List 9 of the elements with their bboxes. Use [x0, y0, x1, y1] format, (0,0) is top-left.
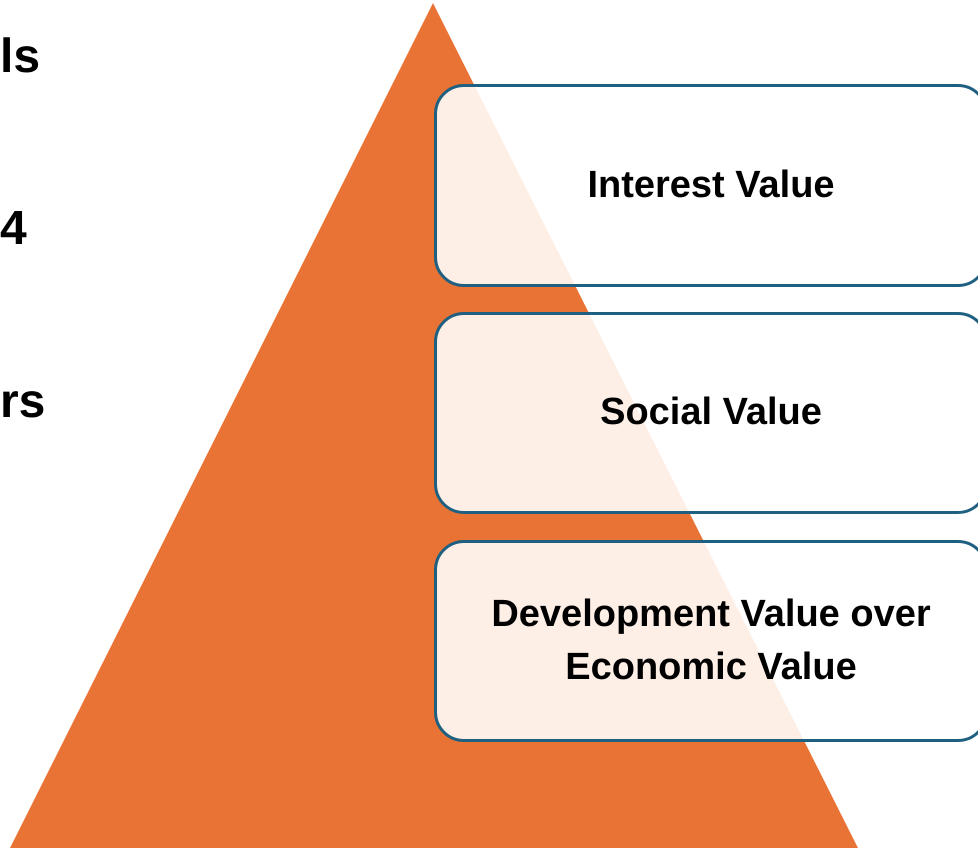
side-text: 4 [0, 205, 27, 253]
side-text: ls [0, 33, 40, 81]
value-box [434, 84, 978, 287]
value-label: Interest Value [586, 162, 836, 208]
value-label: Social Value [599, 390, 823, 436]
value-box [434, 540, 978, 742]
side-text: rs [0, 378, 46, 426]
value-box [434, 312, 978, 514]
value-label: Development Value over Economic Value [490, 592, 932, 690]
